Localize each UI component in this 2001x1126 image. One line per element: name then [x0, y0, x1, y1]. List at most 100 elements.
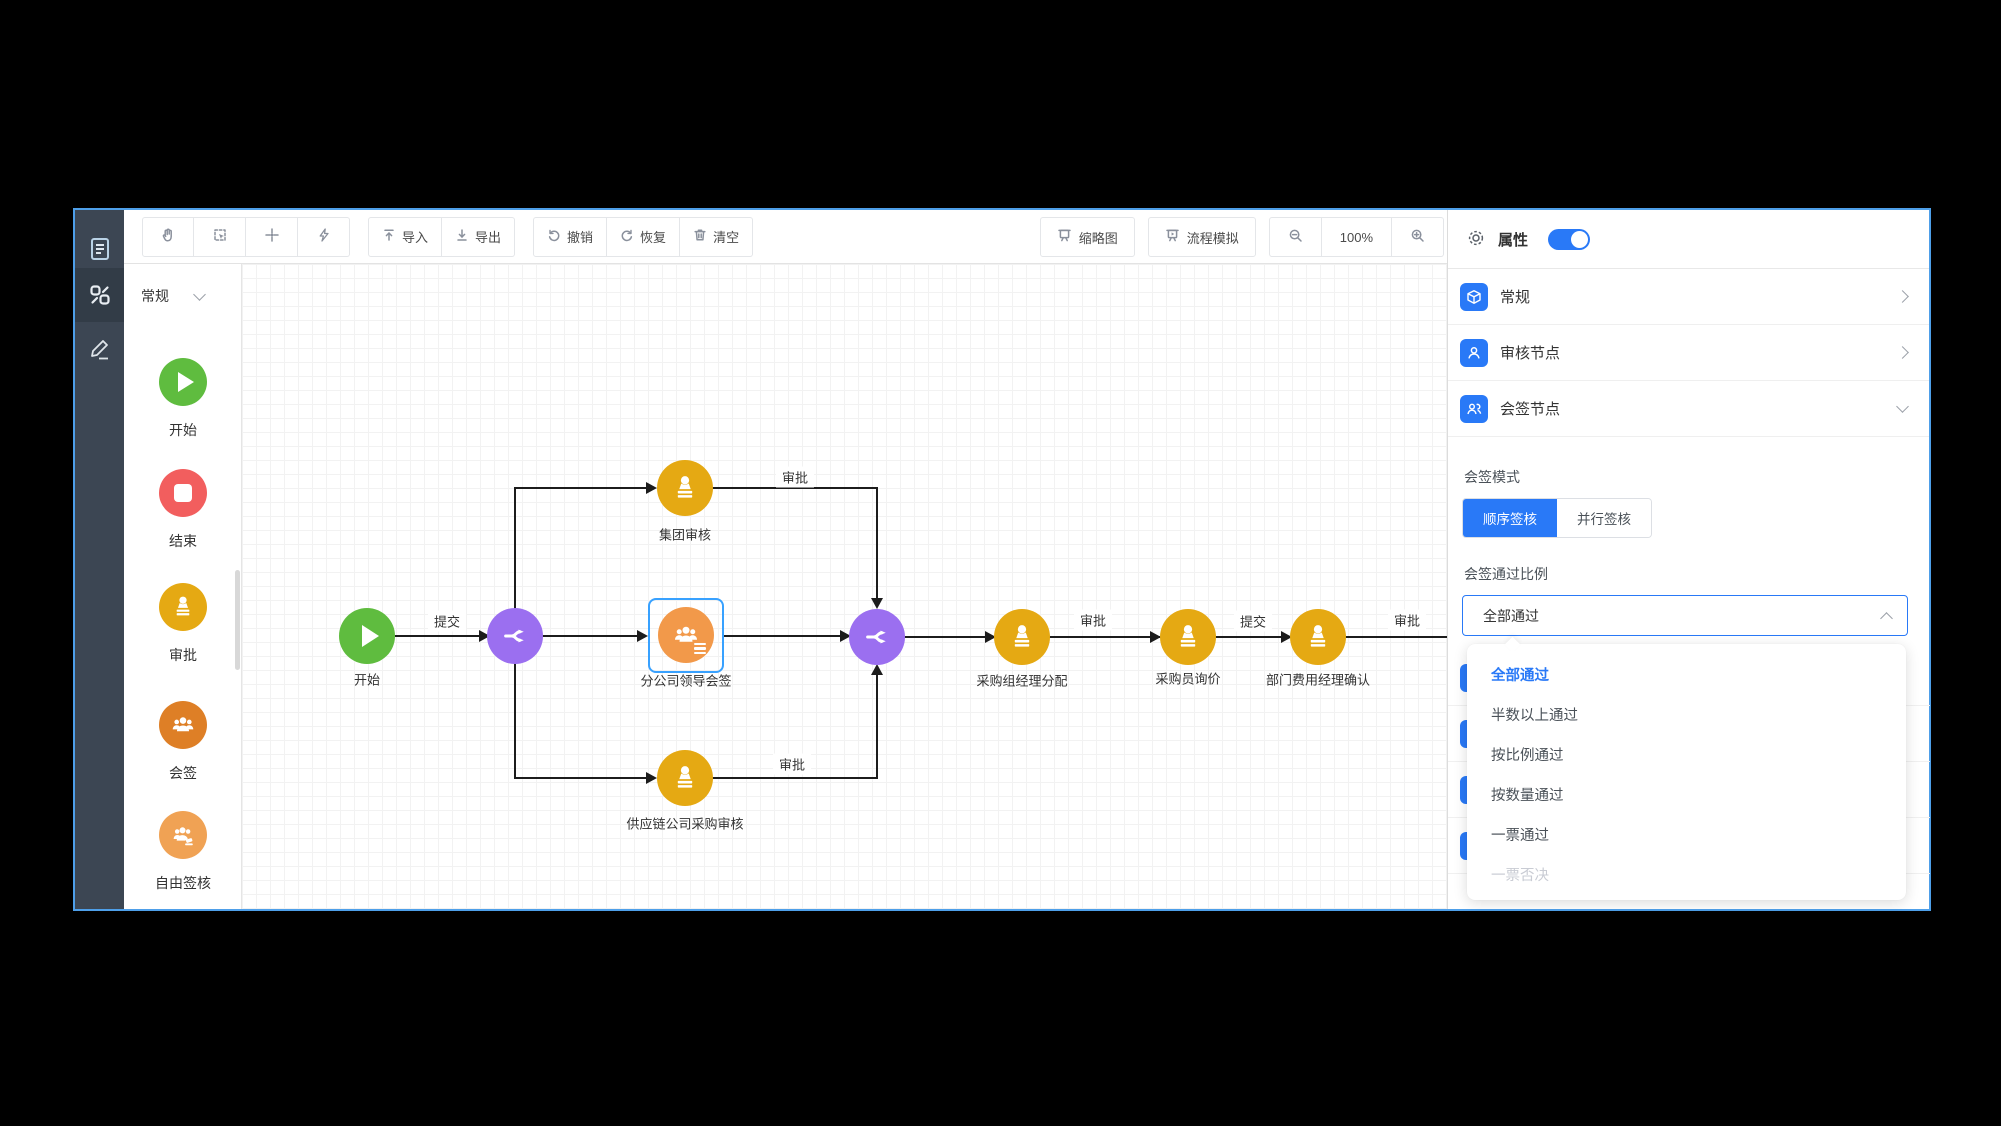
lightning-icon	[316, 227, 332, 246]
edge-countersign-gateway2[interactable]	[724, 635, 851, 637]
edge-gateway1-countersign[interactable]	[542, 635, 640, 637]
minimap-button[interactable]: 缩略图	[1039, 217, 1135, 257]
edge-groupaudit-out[interactable]	[712, 487, 878, 489]
dropdown-option-one-vote-pass[interactable]: 一票通过	[1491, 827, 1549, 844]
edge-label-submit-2[interactable]: 提交	[1233, 610, 1273, 632]
branch-icon	[504, 629, 524, 643]
node-label-branch-countersign: 分公司领导会签	[640, 673, 732, 689]
zoom-out-button[interactable]	[1268, 217, 1322, 257]
flow-nodes-icon	[88, 283, 112, 307]
edge-branch-top[interactable]	[514, 487, 648, 489]
dropdown-option-all-pass[interactable]: 全部通过	[1491, 667, 1549, 684]
palette-item-free-sign[interactable]: 自由签核	[124, 811, 242, 893]
section-label: 常规	[1500, 289, 1531, 306]
selection-outline	[648, 598, 724, 673]
palette-item-countersign[interactable]: 会签	[124, 701, 242, 783]
stamp-icon	[1310, 625, 1326, 647]
properties-toggle[interactable]	[1548, 228, 1591, 250]
rail-item-form[interactable]	[75, 222, 124, 276]
edge-label-approve-mid[interactable]: 审批	[1073, 609, 1113, 631]
undo-button[interactable]: 撤销	[533, 216, 608, 257]
node-dept-confirm[interactable]	[1290, 609, 1346, 665]
node-supply-audit[interactable]	[657, 750, 713, 806]
edge-supplyaudit-out[interactable]	[712, 777, 878, 779]
dropdown-option-ratio-pass[interactable]: 按比例通过	[1491, 747, 1564, 764]
node-gateway-1[interactable]	[487, 608, 543, 664]
pencil-icon	[89, 337, 111, 361]
flow-canvas[interactable]: 提交 审批 审批	[242, 264, 1447, 909]
section-audit-node[interactable]: 审核节点	[1448, 325, 1929, 381]
edge-label-approve-bottom[interactable]: 审批	[772, 753, 812, 775]
section-label: 会签节点	[1500, 401, 1561, 418]
node-buyer-inquiry[interactable]	[1160, 609, 1216, 665]
palette-category-select[interactable]: 常规	[124, 264, 241, 306]
section-general[interactable]: 常规	[1448, 269, 1929, 325]
export-button[interactable]: 导出	[442, 216, 516, 257]
workflow-designer-window: 导入 导出 撤销 恢复 清空	[73, 208, 1931, 911]
edge-supplyaudit-up[interactable]	[876, 674, 878, 779]
stamp-icon	[1014, 625, 1030, 647]
toggle-knob	[1571, 230, 1589, 248]
popup-caret	[1504, 636, 1521, 653]
main-column: 导入 导出 撤销 恢复 清空	[124, 210, 1447, 909]
redo-button[interactable]: 恢复	[607, 216, 681, 257]
zoom-in-button[interactable]	[1392, 217, 1444, 257]
node-label-start: 开始	[353, 672, 381, 688]
people-icon	[1460, 394, 1488, 423]
start-node-icon	[159, 358, 207, 406]
trash-icon	[693, 228, 707, 245]
arrowhead	[637, 630, 648, 642]
mode-option-parallel[interactable]: 并行签核	[1557, 499, 1651, 537]
region-select-button[interactable]	[194, 216, 246, 257]
edge-label-submit[interactable]: 提交	[427, 610, 467, 632]
section-label: 审核节点	[1500, 345, 1561, 362]
beautify-button[interactable]	[298, 216, 350, 257]
chevron-right-icon	[1896, 346, 1909, 359]
countersign-people-icon	[159, 701, 207, 749]
simulate-label: 流程模拟	[1186, 230, 1239, 246]
dropdown-option-count-pass[interactable]: 按数量通过	[1491, 787, 1564, 804]
edge-label-approve-right[interactable]: 审批	[1387, 609, 1427, 631]
palette-item-approve[interactable]: 审批	[124, 583, 242, 665]
chevron-down-icon	[1896, 400, 1909, 413]
ratio-dropdown-popup: 全部通过 半数以上通过 按比例通过 按数量通过 一票通过 一票否决	[1467, 636, 1906, 900]
clear-button[interactable]: 清空	[680, 216, 754, 257]
ratio-select[interactable]: 全部通过	[1462, 595, 1908, 636]
arrowhead	[871, 664, 883, 675]
edge-groupaudit-down[interactable]	[876, 487, 878, 599]
import-button[interactable]: 导入	[368, 216, 443, 257]
mode-segmented-control: 顺序签核 并行签核	[1462, 498, 1652, 538]
node-label-buyer-inquiry: 采购员询价	[1155, 671, 1221, 687]
redo-icon	[620, 228, 634, 245]
node-start[interactable]	[339, 608, 395, 664]
rail-item-flow[interactable]	[75, 268, 124, 322]
node-group-audit[interactable]	[657, 460, 713, 516]
section-countersign-node[interactable]: 会签节点	[1448, 381, 1929, 437]
node-gateway-2[interactable]	[849, 609, 905, 665]
rail-item-edit[interactable]	[75, 322, 124, 376]
export-label: 导出	[475, 230, 502, 245]
pan-hand-button[interactable]	[142, 216, 194, 257]
palette-item-start[interactable]: 开始	[124, 358, 242, 440]
edge-procmanager-buyer[interactable]	[1048, 636, 1161, 638]
mode-option-sequential[interactable]: 顺序签核	[1463, 499, 1557, 537]
palette-item-label: 会签	[169, 765, 197, 781]
minimap-label: 缩略图	[1078, 230, 1118, 246]
edge-branch-bottom[interactable]	[514, 777, 648, 779]
arrowhead	[840, 630, 851, 642]
ratio-select-value: 全部通过	[1483, 607, 1539, 624]
simulate-button[interactable]: 流程模拟	[1147, 217, 1256, 257]
node-proc-manager[interactable]	[994, 609, 1050, 665]
palette-item-label: 自由签核	[155, 875, 211, 891]
palette-item-end[interactable]: 结束	[124, 469, 242, 551]
edge-gateway2-procmanager[interactable]	[903, 636, 996, 638]
edge-deptconfirm-out[interactable]	[1344, 636, 1447, 638]
edge-label-approve-top[interactable]: 审批	[775, 466, 815, 488]
palette-scrollbar[interactable]	[235, 570, 240, 670]
edge-start-gateway1[interactable]	[395, 635, 490, 637]
fit-center-button[interactable]	[246, 216, 298, 257]
gear-icon	[1466, 228, 1486, 251]
dropdown-option-majority-pass[interactable]: 半数以上通过	[1491, 707, 1578, 724]
node-branch-countersign[interactable]	[658, 607, 714, 663]
edge-buyer-deptconfirm[interactable]	[1214, 636, 1292, 638]
